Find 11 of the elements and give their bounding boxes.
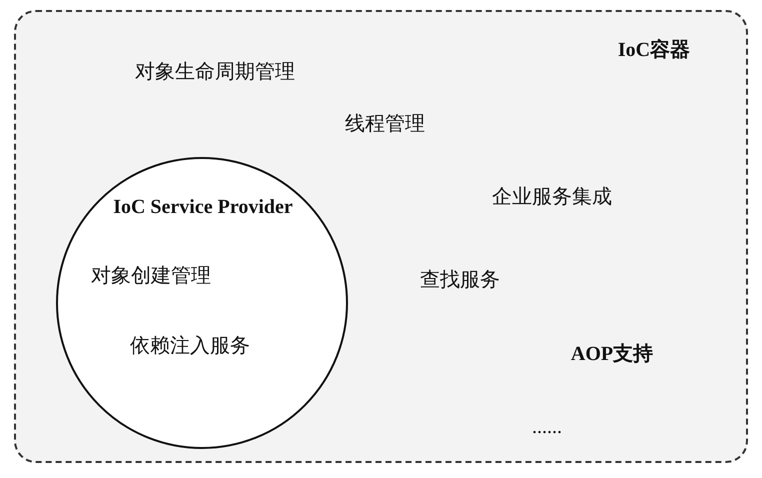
container-box — [14, 10, 748, 463]
provider-title: IoC Service Provider — [113, 196, 293, 218]
container-title: IoC容器 — [618, 39, 690, 61]
feature-text: 依赖注入服务 — [130, 335, 250, 357]
feature-text: 线程管理 — [345, 113, 425, 135]
feature-text: 对象生命周期管理 — [135, 61, 295, 83]
feature-text: 企业服务集成 — [492, 186, 612, 208]
feature-text: 对象创建管理 — [91, 265, 211, 287]
ellipsis-text: ...... — [532, 416, 562, 438]
feature-text: 查找服务 — [420, 269, 500, 291]
feature-text: AOP支持 — [570, 343, 654, 365]
